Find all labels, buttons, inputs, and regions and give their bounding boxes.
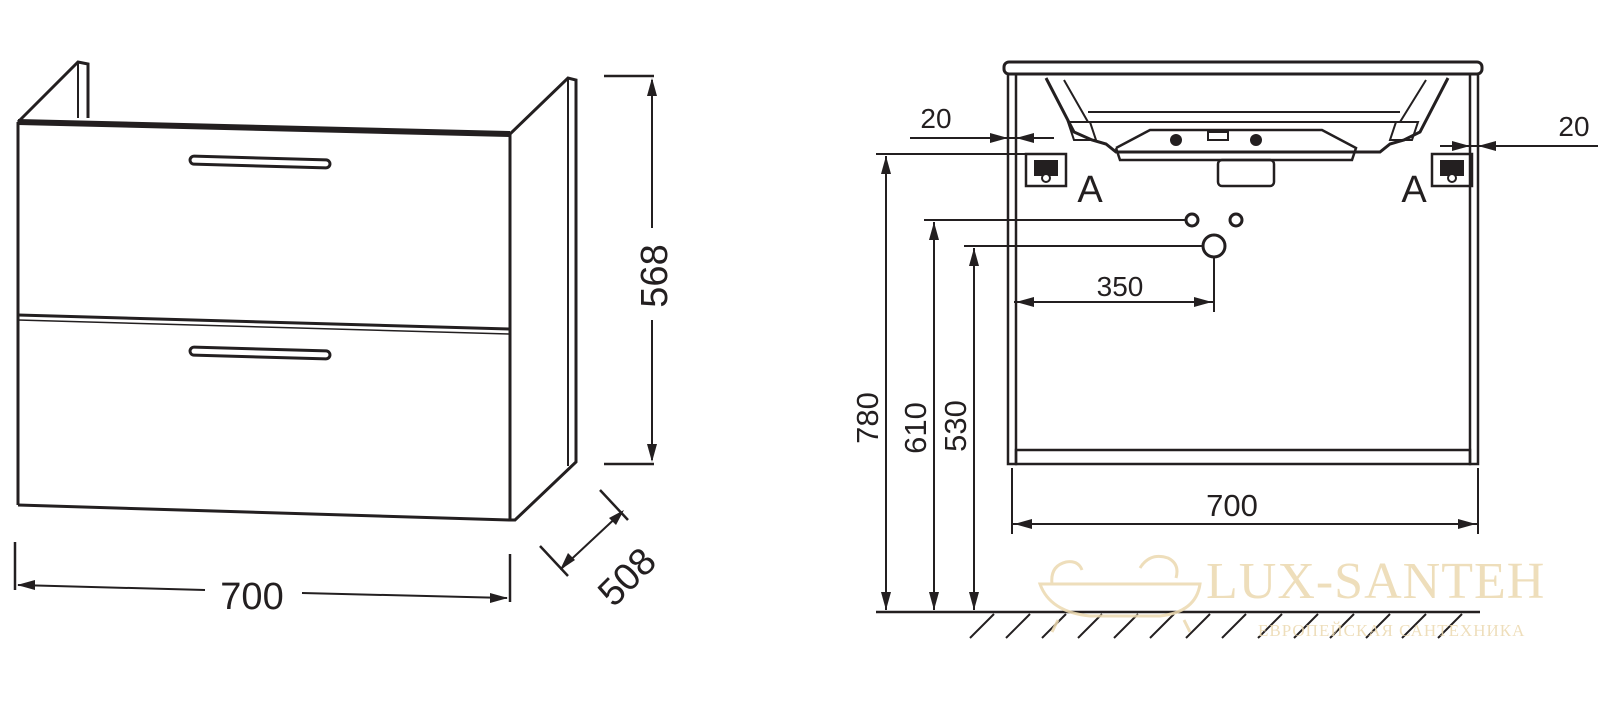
drain-outlet	[1201, 233, 1227, 259]
bathtub-logo-icon	[1037, 560, 1202, 618]
width-dim-line-left	[17, 584, 206, 591]
front-width-arrow-right	[1458, 519, 1476, 529]
top-drawer-handle	[188, 154, 332, 170]
watermark-brand: LUX-SANTEH	[1206, 553, 1545, 610]
bracket-right	[1430, 152, 1474, 188]
cabinet-left-wall	[1006, 72, 1018, 466]
basin-underside	[1114, 128, 1358, 162]
basin-bowl-inner	[1063, 79, 1427, 123]
height-530-arrow-top	[969, 248, 979, 266]
width-dim-line-right	[301, 592, 508, 599]
basin-top-slab	[1002, 60, 1484, 76]
height-530-arrow-bottom	[969, 592, 979, 610]
depth-dim-arrow-front	[560, 553, 575, 570]
drawer-divider	[17, 313, 511, 331]
water-inlet-right	[1228, 212, 1244, 228]
right-offset-arrow-b	[1478, 141, 1496, 151]
water-inlet-left	[1184, 212, 1200, 228]
section-label-right: A	[1401, 169, 1427, 211]
depth-dim-arrow-back	[609, 510, 624, 525]
cabinet-front-view: A A 20 20 350 700	[850, 60, 1598, 639]
front-width-label: 700	[1206, 488, 1258, 523]
height-dim-arrow-bottom	[647, 444, 657, 462]
left-offset-label: 20	[920, 103, 951, 134]
depth-dim-extension-front	[539, 545, 569, 577]
right-offset-arrow-a	[1452, 141, 1470, 151]
bracket-left-fill	[1034, 160, 1058, 176]
section-label-left: A	[1077, 169, 1103, 211]
watermark-tagline: ЕВРОПЕЙСКАЯ САНТЕХНИКА	[1258, 621, 1525, 640]
depth-dim-extension-back	[599, 489, 629, 521]
height-610-label: 610	[898, 402, 933, 454]
height-780-arrow-top	[881, 156, 891, 174]
basin-left-lug	[1066, 121, 1098, 141]
bracket-left	[1024, 152, 1068, 188]
cabinet-left-side-top	[16, 60, 90, 124]
depth-label: 508	[590, 540, 665, 615]
bottom-drawer-handle	[188, 345, 332, 361]
basin-drain-trap	[1216, 158, 1276, 188]
height-530-label: 530	[938, 400, 973, 452]
cabinet-bottom-edge	[17, 503, 511, 522]
drain-offset-label: 350	[1097, 271, 1144, 302]
cabinet-perspective-view: 568 700 508	[13, 60, 676, 618]
width-dim-arrow-left	[17, 580, 35, 590]
height-780-label: 780	[850, 392, 885, 444]
bracket-right-fill	[1440, 160, 1464, 176]
floor-hatching	[969, 613, 1463, 639]
left-offset-arrow-b	[1016, 133, 1034, 143]
width-label: 700	[220, 576, 283, 618]
drain-offset-arrow-right	[1194, 297, 1212, 307]
basin-overflow	[1207, 131, 1229, 141]
height-610-arrow-top	[929, 222, 939, 240]
width-dim-arrow-right	[490, 593, 508, 603]
height-780-arrow-bottom	[881, 592, 891, 610]
basin-fixing-left	[1170, 134, 1182, 146]
basin-bowl-outer	[1044, 77, 1450, 154]
height-610-arrow-bottom	[929, 592, 939, 610]
left-offset-arrow-a	[990, 133, 1008, 143]
cabinet-bottom-panel	[1014, 448, 1472, 466]
basin-fixing-right	[1250, 134, 1262, 146]
front-width-arrow-left	[1014, 519, 1032, 529]
drawer-divider-gap	[17, 319, 511, 335]
brand-watermark: LUX-SANTEH ЕВРОПЕЙСКАЯ САНТЕХНИКА	[1037, 553, 1545, 640]
height-label: 568	[634, 244, 676, 307]
cabinet-right-wall	[1468, 72, 1480, 466]
basin-right-lug	[1388, 121, 1420, 141]
cabinet-top-edge	[17, 119, 511, 137]
height-dim-arrow-top	[647, 78, 657, 96]
cabinet-right-side-panel	[508, 76, 578, 522]
right-offset-label: 20	[1558, 111, 1589, 142]
drain-offset-arrow-left	[1016, 297, 1034, 307]
